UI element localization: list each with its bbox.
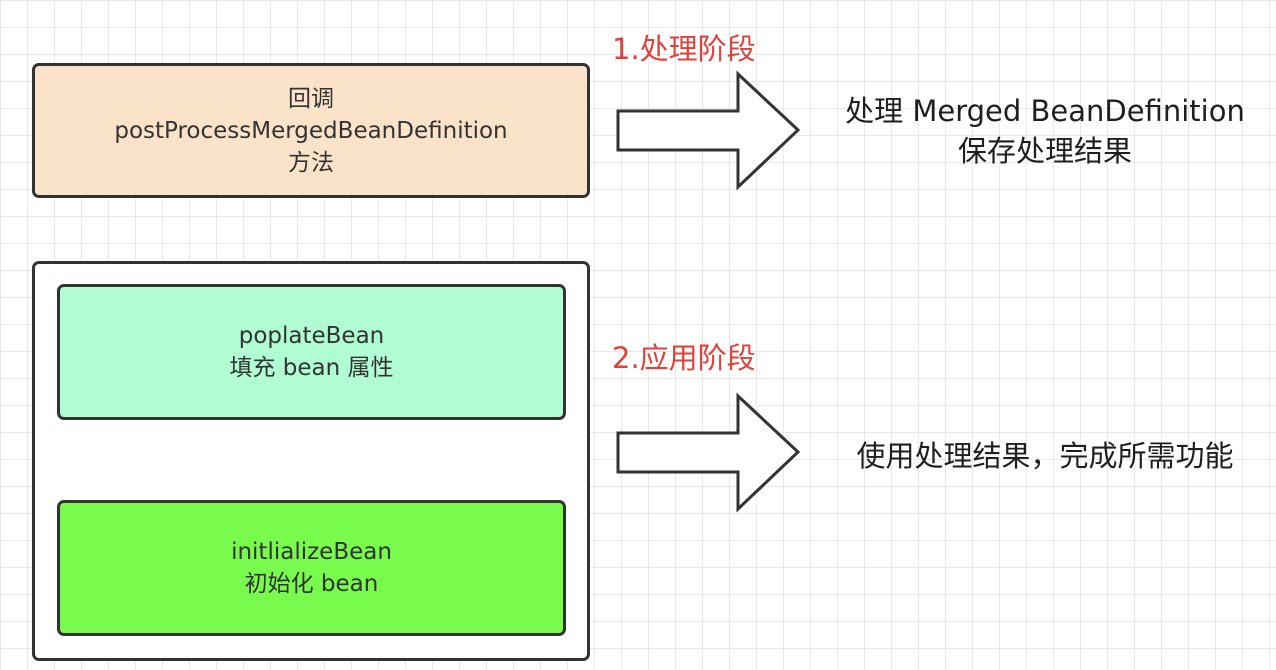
- callback-line-1: 回调: [288, 85, 334, 112]
- populate-line-2: 填充 bean 属性: [229, 355, 394, 381]
- phase-1-result: 处理 Merged BeanDefinition 保存处理结果: [830, 91, 1260, 171]
- initialize-bean-box: initlializeBean 初始化 bean: [57, 500, 566, 636]
- phase-1-label: 1.处理阶段: [612, 32, 756, 66]
- populate-line-1: poplateBean: [238, 323, 385, 349]
- arrow-right-icon: [616, 70, 801, 191]
- init-line-1: initlializeBean: [231, 539, 392, 565]
- populate-bean-box: poplateBean 填充 bean 属性: [57, 284, 566, 420]
- phase-2-label: 2.应用阶段: [612, 341, 756, 375]
- callback-line-3: 方法: [288, 149, 334, 176]
- phase-2-result: 使用处理结果，完成所需功能: [830, 436, 1260, 476]
- phase-1-result-line-1: 处理 Merged BeanDefinition: [845, 94, 1245, 128]
- phase-1-result-line-2: 保存处理结果: [957, 134, 1132, 168]
- init-line-2: 初始化 bean: [244, 571, 379, 597]
- phase-2-result-line-1: 使用处理结果，完成所需功能: [856, 439, 1234, 473]
- arrow-right-icon: [616, 392, 801, 513]
- callback-line-2: postProcessMergedBeanDefinition: [114, 117, 508, 144]
- callback-box: 回调 postProcessMergedBeanDefinition 方法: [32, 63, 590, 198]
